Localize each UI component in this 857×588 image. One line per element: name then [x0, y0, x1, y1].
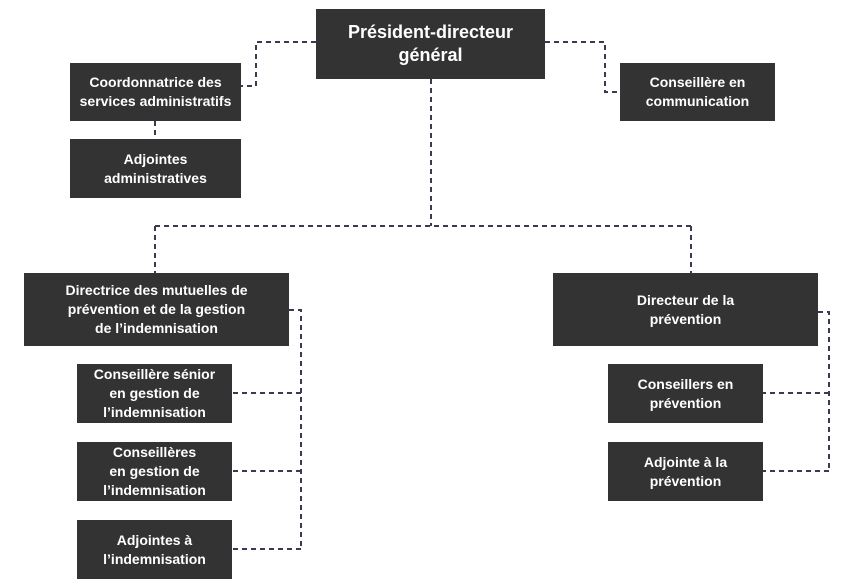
node-line: l’indemnisation	[103, 550, 206, 567]
node-line: prévention	[649, 310, 722, 327]
node-line: l’indemnisation	[103, 482, 206, 498]
node-line: Conseillère sénior	[93, 366, 216, 382]
node-line: en gestion de	[109, 463, 200, 479]
node-conseillere-senior: Conseillère sénior en gestion de l’indem…	[77, 364, 232, 423]
node-adjointes-administratives: Adjointes administratives	[70, 139, 241, 198]
node-line: communication	[645, 93, 750, 109]
node-coordonnatrice-services-administratifs: Coordonnatrice des services administrati…	[70, 63, 241, 121]
node-line: prévention	[649, 394, 722, 411]
node-line: Adjointe à la	[643, 453, 728, 470]
node-line: Directeur de la	[636, 291, 735, 308]
node-line: Adjointes	[123, 150, 188, 167]
node-line: Conseillers en	[637, 375, 734, 392]
node-directeur-prevention: Directeur de la prévention	[553, 273, 818, 346]
node-adjointes-indemnisation: Adjointes à l’indemnisation	[77, 520, 232, 579]
node-line: Conseillère en	[649, 74, 746, 90]
node-line: prévention et de la gestion	[67, 301, 246, 317]
node-line: Conseillères	[112, 444, 197, 460]
node-line: de l’indemnisation	[95, 320, 218, 336]
node-directrice-mutuelles: Directrice des mutuelles de prévention e…	[24, 273, 289, 346]
node-line: l’indemnisation	[103, 404, 206, 420]
node-line: services administratifs	[79, 93, 232, 109]
connector-ceo-comm	[545, 41, 620, 93]
node-line: Président-directeur	[347, 22, 514, 42]
node-line: Adjointes à	[116, 531, 193, 548]
node-line: prévention	[649, 472, 722, 489]
connector-ceo-coord	[241, 41, 316, 87]
node-conseillere-communication: Conseillère en communication	[620, 63, 775, 121]
connector-prevention-spine	[818, 311, 830, 471]
node-adjointe-prevention: Adjointe à la prévention	[608, 442, 763, 501]
node-president-directeur-general: Président-directeur général	[316, 9, 545, 79]
node-line: général	[398, 45, 463, 65]
node-line: Directrice des mutuelles de	[65, 282, 248, 298]
node-conseillers-prevention: Conseillers en prévention	[608, 364, 763, 423]
node-line: en gestion de	[109, 385, 200, 401]
node-conseilleres-gestion: Conseillères en gestion de l’indemnisati…	[77, 442, 232, 501]
node-line: administratives	[104, 169, 207, 186]
connector-mutuelles-spine	[289, 309, 302, 549]
node-line: Coordonnatrice des	[89, 74, 222, 90]
